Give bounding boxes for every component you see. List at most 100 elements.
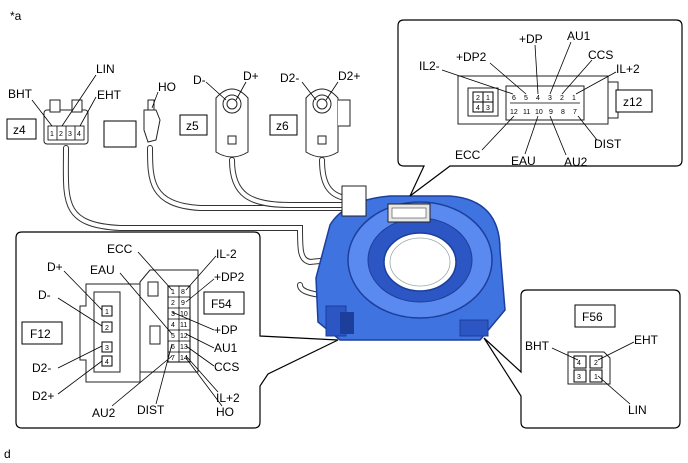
connector-z6: z6 D2- D2+: [269, 69, 360, 158]
z5-label-d-minus: D-: [193, 73, 206, 87]
f56-pin-4: 4: [577, 360, 581, 367]
ho-blank-box: [103, 120, 137, 148]
f12-pin-4: 4: [105, 359, 109, 366]
f54-label-ccs: CCS: [214, 360, 239, 374]
f54-label-dist: DIST: [137, 403, 165, 417]
f12-label-d-plus: D+: [47, 260, 63, 274]
z12-pin-1b: 1: [572, 95, 576, 102]
z12-pin-11: 11: [523, 109, 530, 116]
z4-label-box: [6, 118, 37, 140]
f54-label-ecc: ECC: [107, 242, 133, 256]
z4-label-eht: EHT: [97, 88, 122, 102]
f54-pin-2: 2: [171, 300, 175, 307]
f12-label-d2-plus: D2+: [32, 389, 54, 403]
f56-label-bht: BHT: [525, 339, 550, 353]
f54-label-dp: +DP: [214, 323, 238, 337]
f12-label-d2-minus: D2-: [32, 361, 51, 375]
z12-pins-left: 2 1 4 3: [472, 91, 494, 113]
f12-label-d-minus: D-: [38, 288, 51, 302]
z12-pins-grid: 6 5 4 3 2 1 12 11 10 9 8 7: [510, 95, 580, 116]
z6-id: z6: [276, 119, 289, 133]
z4-pin-3: 3: [68, 131, 72, 138]
z12-label-dist: DIST: [594, 137, 622, 151]
f56-pin-1: 1: [594, 374, 598, 381]
f54-pin-4: 4: [171, 322, 175, 329]
z12-pin-8: 8: [561, 109, 565, 116]
z12-label-box: [615, 89, 653, 113]
z12-pin-12: 12: [510, 109, 518, 116]
f54-pin-13: 13: [180, 344, 188, 351]
f54-pin-6: 6: [171, 344, 175, 351]
f54-label-il-plus-2: IL+2: [216, 391, 240, 405]
f54-pin-14: 14: [180, 355, 188, 362]
z12-label-dp: +DP: [519, 32, 543, 46]
f54-pin-7: 7: [171, 355, 175, 362]
f54-label-eau: EAU: [90, 263, 115, 277]
clock-spring-body: [315, 185, 506, 341]
f12-label-box: [21, 321, 63, 345]
f54-pin-3: 3: [171, 311, 175, 318]
z5-label-d-plus: D+: [243, 69, 259, 83]
f54-pin-12: 12: [180, 333, 188, 340]
f12-pin-1: 1: [105, 309, 109, 316]
z12-pin-1: 1: [486, 95, 490, 102]
f54-label-dp2: +DP2: [214, 270, 245, 284]
f54-pin-9: 9: [181, 300, 185, 307]
z5-label-box: [179, 114, 208, 136]
connector-f54-f12-pane: 1 2 3 4 F12 D+ D- D2- D2+ 1 2 3 4: [15, 231, 339, 429]
z6-label-d2-plus: D2+: [338, 69, 360, 83]
z12-label-ecc: ECC: [455, 148, 481, 162]
ho-label: HO: [158, 80, 176, 94]
f54-label-au1: AU1: [214, 341, 238, 355]
z12-label-eau: EAU: [511, 154, 536, 168]
z12-label-dp2: +DP2: [456, 50, 487, 64]
f54-pin-11: 11: [180, 322, 187, 329]
z12-pin-2b: 2: [560, 95, 564, 102]
f54-label-box: [203, 291, 245, 315]
z12-pin-3b: 3: [548, 95, 552, 102]
connector-z5: z5 D- D+: [179, 69, 259, 158]
f56-label-box: [574, 304, 616, 328]
connector-ho: HO: [103, 80, 176, 148]
connector-z12-pane: 2 1 4 3 6 5 4 3 2 1 12 11 10 9 8 7 z12 I…: [397, 19, 683, 197]
f56-id: F56: [582, 310, 603, 324]
f12-id: F12: [30, 327, 51, 341]
z4-label-lin: LIN: [96, 62, 115, 76]
f54-label-au2: AU2: [92, 406, 116, 420]
wire-harness: [62, 145, 381, 300]
z12-pin-4: 4: [476, 105, 480, 112]
f54-pin-10: 10: [180, 311, 188, 318]
z6-label-d2-minus: D2-: [280, 71, 299, 85]
z12-pin-7: 7: [573, 109, 577, 116]
f54-pin-5: 5: [171, 333, 175, 340]
f54-id: F54: [211, 297, 232, 311]
z12-pin-10: 10: [535, 109, 543, 116]
f54-pin-grid: 1 2 3 4 5 6 7 8 9 10 11 12 13 14: [167, 285, 191, 363]
f54-pin-8: 8: [181, 289, 185, 296]
z4-pin-1: 1: [50, 131, 54, 138]
connector-f56-pane: F56 4 2 3 1 BHT EHT LIN: [483, 289, 681, 429]
z12-pin-2: 2: [476, 95, 480, 102]
z4-pin-2: 2: [59, 131, 63, 138]
z12-pin-4b: 4: [536, 95, 540, 102]
f54-label-il-minus-2: IL-2: [216, 247, 237, 261]
z5-id: z5: [186, 119, 199, 133]
f56-label-eht: EHT: [634, 333, 659, 347]
z12-label-il-plus-2: IL+2: [616, 62, 640, 76]
z12-pin-9: 9: [549, 109, 553, 116]
f12-pin-3: 3: [105, 345, 109, 352]
z12-pin-6: 6: [512, 95, 516, 102]
z12-label-au2: AU2: [564, 155, 588, 169]
z4-pin-4: 4: [77, 131, 81, 138]
z12-pin-3: 3: [486, 105, 490, 112]
connector-z4: 1 2 3 4 z4 BHT LIN EHT: [6, 62, 122, 145]
f12-pin-2: 2: [105, 325, 109, 332]
z12-id: z12: [623, 95, 643, 109]
z12-label-au1: AU1: [567, 29, 591, 43]
f54-pin-1: 1: [171, 289, 175, 296]
z6-label-box: [269, 114, 298, 136]
z12-pin-5: 5: [524, 95, 528, 102]
z4-label-bht: BHT: [8, 87, 33, 101]
footer-mark: d: [4, 447, 11, 461]
